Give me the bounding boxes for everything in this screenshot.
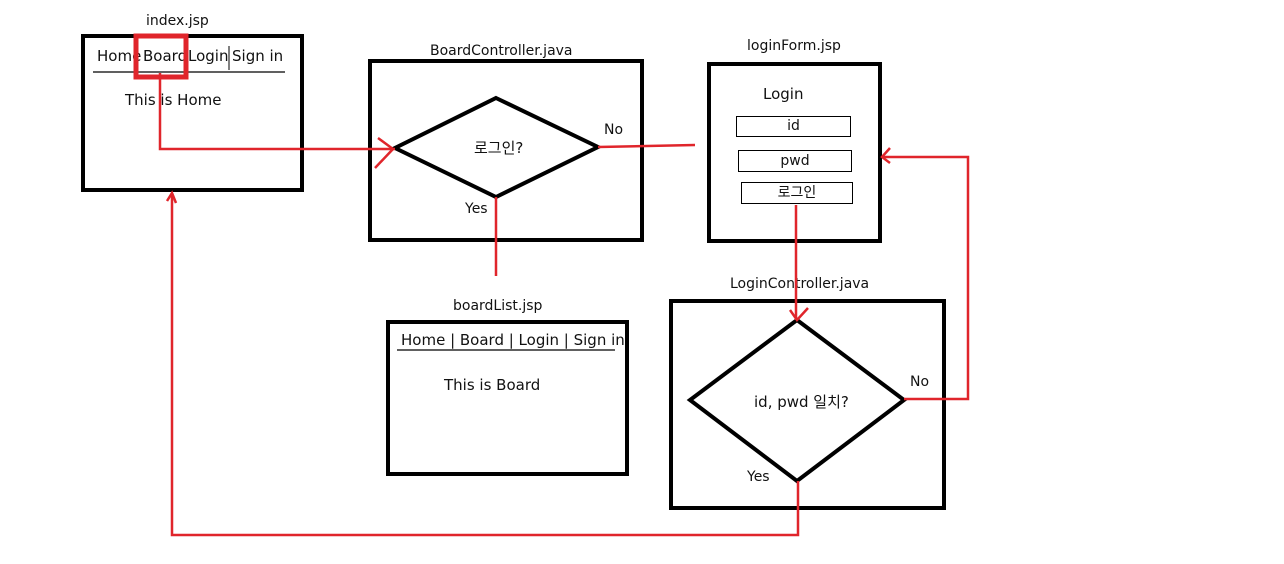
login-id-field: id xyxy=(736,116,851,137)
board-list-box xyxy=(386,320,629,476)
arrowhead-index xyxy=(165,190,178,204)
board-list-title: boardList.jsp xyxy=(453,298,543,314)
flow-index-to-board-controller xyxy=(158,73,395,151)
index-jsp-title: index.jsp xyxy=(146,13,209,29)
login-form-heading: Login xyxy=(763,85,804,103)
arrowhead-login-controller xyxy=(788,307,809,322)
board-list-nav: Home | Board | Login | Sign in xyxy=(401,331,625,349)
login-pwd-field: pwd xyxy=(738,150,852,172)
index-nav-board: Board xyxy=(143,47,188,65)
index-body-text: This is Home xyxy=(125,91,222,109)
login-form-title: loginForm.jsp xyxy=(747,38,841,54)
flow-yes-back-to-index xyxy=(170,195,800,537)
board-controller-title: BoardController.java xyxy=(430,43,573,59)
credential-check-text: id, pwd 일치? xyxy=(754,393,849,411)
arrowhead-board-controller xyxy=(374,136,395,169)
board-list-body-text: This is Board xyxy=(444,376,541,394)
login-check-text: 로그인? xyxy=(474,139,524,157)
index-jsp-box xyxy=(81,34,304,192)
flow-no-back-to-login-form xyxy=(883,155,970,401)
board-highlight-box xyxy=(133,33,189,80)
index-nav-login: Login xyxy=(188,47,229,65)
board-controller-no-label: No xyxy=(604,122,624,138)
arrowhead-login-form xyxy=(880,147,891,164)
index-nav-home: Home xyxy=(97,47,142,65)
index-nav-signin: Sign in xyxy=(232,47,284,65)
login-submit-button: 로그인 xyxy=(741,182,853,204)
board-controller-yes-label: Yes xyxy=(465,201,488,217)
flow-no-to-login-form xyxy=(597,143,696,149)
login-controller-no-label: No xyxy=(910,374,930,390)
login-controller-title: LoginController.java xyxy=(730,276,870,292)
login-controller-yes-label: Yes xyxy=(747,469,770,485)
